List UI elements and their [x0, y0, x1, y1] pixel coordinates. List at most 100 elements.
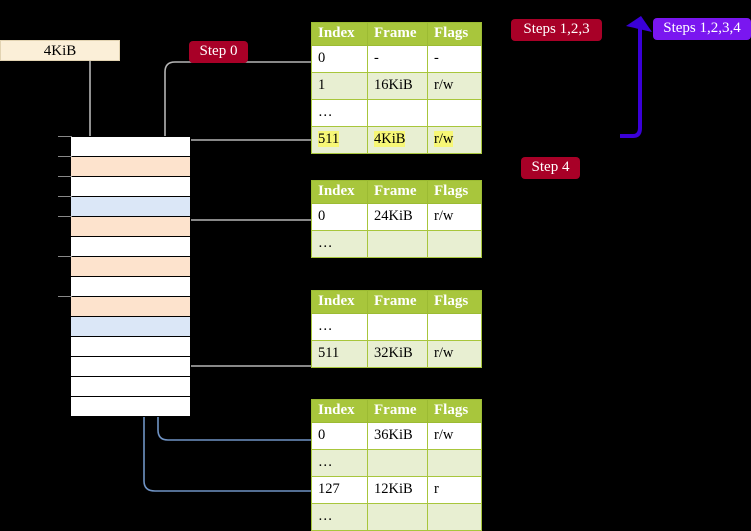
memory-size-box: 4KiB: [0, 40, 120, 61]
table-cell-flags: r/w: [427, 72, 482, 100]
table-cell-index: 0: [311, 45, 368, 73]
table-body: 0 36KiB r/w … 127 12KiB r …: [311, 422, 482, 531]
cell-text: 32KiB: [374, 345, 413, 361]
memory-tick-mark: [58, 156, 72, 157]
table-cell-frame: 4KiB: [367, 126, 428, 154]
table-cell-index: 511: [311, 340, 368, 368]
table-body: 0 24KiB r/w …: [311, 203, 482, 258]
cell-text: r/w: [434, 208, 454, 224]
badge-steps-1234-label: Steps 1,2,3,4: [663, 20, 741, 36]
memory-tick-mark: [58, 196, 72, 197]
table-cell-flags: r/w: [427, 203, 482, 231]
cell-text: …: [318, 508, 333, 524]
table-cell-frame: -: [367, 45, 428, 73]
cell-text: r/w: [434, 131, 454, 147]
badge-steps-123: Steps 1,2,3: [511, 19, 602, 41]
col-header-frame: Frame: [367, 22, 428, 46]
table-row: 511 32KiB r/w: [311, 340, 482, 368]
table-row: …: [311, 230, 482, 258]
table-cell-frame: 12KiB: [367, 476, 428, 504]
badge-step-0-label: Step 0: [199, 43, 238, 59]
table-cell-index: 0: [311, 203, 368, 231]
memory-tick-mark: [58, 296, 72, 297]
cell-text: 12KiB: [374, 481, 413, 497]
memory-frame-row: [70, 136, 191, 157]
table-row: …: [311, 503, 482, 531]
table-cell-index: …: [311, 99, 368, 127]
cell-text: …: [318, 104, 333, 120]
cell-text: …: [318, 235, 333, 251]
table-cell-frame: [367, 99, 428, 127]
memory-frame-row: [70, 356, 191, 377]
wire-t2-24kib: [179, 219, 311, 253]
wire-steps-bracket: [620, 28, 642, 138]
table-cell-frame: 36KiB: [367, 422, 428, 450]
cell-text: 511: [318, 131, 340, 147]
col-header-frame: Frame: [367, 180, 428, 204]
memory-frame-row: [70, 256, 191, 277]
col-header-frame: Frame: [367, 399, 428, 423]
table-cell-index: …: [311, 449, 368, 477]
memory-frame-row: [70, 156, 191, 177]
memory-frame-row: [70, 176, 191, 197]
memory-frame-row: [70, 336, 191, 357]
table-cell-flags: r/w: [427, 422, 482, 450]
col-header-flags: Flags: [427, 180, 482, 204]
memory-frame-row: [70, 376, 191, 397]
cell-text: 24KiB: [374, 208, 413, 224]
table-cell-frame: [367, 503, 428, 531]
cell-text: …: [318, 454, 333, 470]
cell-text: r/w: [434, 345, 454, 361]
page-table-level-4: Index Frame Flags 0 36KiB r/w … 127 12KiB r …: [311, 399, 482, 531]
memory-tick-mark: [58, 256, 72, 257]
table-cell-index: 0: [311, 422, 368, 450]
memory-frame-row: [70, 396, 191, 417]
memory-tick-mark: [58, 176, 72, 177]
table-row: …: [311, 449, 482, 477]
cell-text: 511: [318, 345, 340, 361]
table-cell-frame: [367, 230, 428, 258]
table-cell-frame: [367, 313, 428, 341]
table-header-row: Index Frame Flags: [311, 290, 482, 314]
col-header-index: Index: [311, 22, 368, 46]
table-cell-flags: [427, 230, 482, 258]
table-row: 127 12KiB r: [311, 476, 482, 504]
page-table-level-3: Index Frame Flags … 511 32KiB r/w: [311, 290, 482, 368]
cell-text: 1: [318, 77, 326, 93]
table-cell-index: 1: [311, 72, 368, 100]
table-row: 0 36KiB r/w: [311, 422, 482, 450]
cell-text: -: [374, 50, 379, 66]
cell-text: -: [434, 50, 439, 66]
cell-text: 0: [318, 427, 326, 443]
physical-memory-column: [58, 136, 191, 417]
badge-step-4-label: Step 4: [531, 159, 570, 175]
table-cell-flags: [427, 313, 482, 341]
table-row: 0 24KiB r/w: [311, 203, 482, 231]
col-header-frame: Frame: [367, 290, 428, 314]
table-header-row: Index Frame Flags: [311, 22, 482, 46]
table-cell-flags: [427, 449, 482, 477]
cell-text: 36KiB: [374, 427, 413, 443]
badge-step-0: Step 0: [189, 41, 248, 63]
table-cell-frame: 16KiB: [367, 72, 428, 100]
table-cell-index: …: [311, 313, 368, 341]
table-row: 0 - -: [311, 45, 482, 73]
col-header-flags: Flags: [427, 399, 482, 423]
memory-frame-row: [70, 196, 191, 217]
badge-steps-123-label: Steps 1,2,3: [523, 21, 590, 37]
table-cell-index: …: [311, 503, 368, 531]
table-cell-index: 127: [311, 476, 368, 504]
cell-text: …: [318, 318, 333, 334]
table-cell-flags: r/w: [427, 126, 482, 154]
cell-text: 0: [318, 208, 326, 224]
memory-frame-row: [70, 276, 191, 297]
table-row: 511 4KiB r/w: [311, 126, 482, 154]
table-cell-flags: [427, 503, 482, 531]
col-header-index: Index: [311, 399, 368, 423]
cell-text: 0: [318, 50, 326, 66]
cell-text: r: [434, 481, 439, 497]
